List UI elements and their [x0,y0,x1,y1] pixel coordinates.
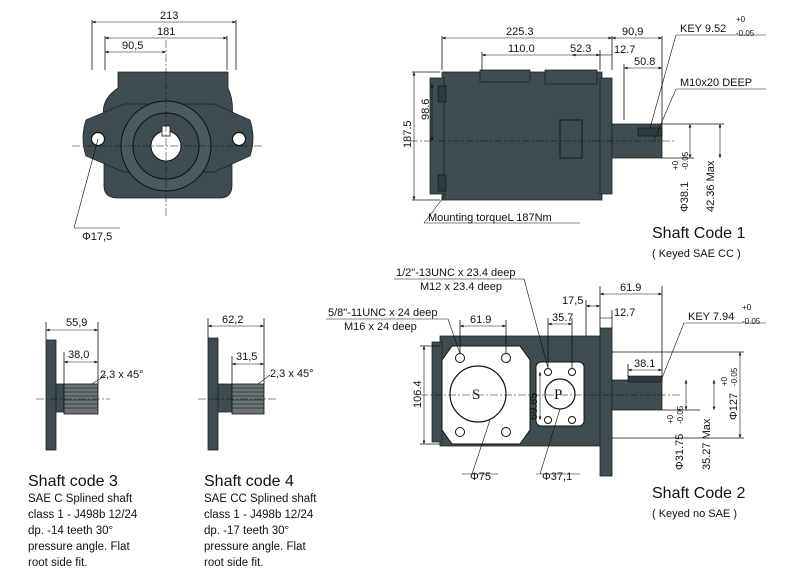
pilot-dia: Φ127 [728,393,740,420]
shaft-code-3-view: 55,9 38,0 2,3 x 45° Shaft code 3 SAE C S… [28,317,144,569]
svg-text:pressure angle. Flat: pressure angle. Flat [204,541,306,553]
svg-text:-0.05: -0.05 [676,405,685,424]
svg-text:+0: +0 [671,160,680,170]
chamfer-4: 2,3 x 45° [270,368,314,380]
key-2 [627,375,663,383]
phi75: Φ75 [470,471,491,483]
dim-187-5: 187.5 [402,120,414,148]
title-shaft-code-3: Shaft code 3 [28,473,118,490]
svg-text:-0.05: -0.05 [730,367,739,386]
svg-text:dp. -14 teeth 30°: dp. -14 teeth 30° [28,525,113,537]
dim-17-5: 17,5 [562,295,583,307]
title-shaft-code-4: Shaft code 4 [204,473,294,490]
subtitle-shaft-code-2: ( Keyed no SAE ) [652,508,737,520]
dim-38-0: 38,0 [68,349,89,361]
side-flange-2 [599,327,613,477]
side-view-2-dims: 61.9 17,5 12.7 38.1 KEY 7.94 +0 -0.05 Φ3… [562,282,766,520]
svg-text:pressure angle. Flat: pressure angle. Flat [28,541,130,553]
flange-4 [207,337,219,451]
key-label-1: KEY 9.52 [680,23,726,35]
dim-213: 213 [160,10,178,22]
subtitle-shaft-code-1: ( Keyed SAE CC ) [652,248,741,260]
svg-text:SAE C Splined shaft: SAE C Splined shaft [28,493,133,505]
shaft-dia-1: Φ38.1 [679,182,691,212]
side-port-1 [544,69,598,85]
dim-12-7-b: 12.7 [614,307,635,319]
dim-110-0: 110.0 [508,43,535,55]
dim-225-3: 225.3 [506,26,534,38]
dim-55-9: 55,9 [66,317,87,329]
svg-text:-0.05: -0.05 [736,29,755,38]
dim-61-9-shaft: 61.9 [620,282,641,294]
svg-text:class 1 - J498b 12/24: class 1 - J498b 12/24 [28,509,138,521]
thread-unc-2: 5/8"-11UNC x 24 deep [328,307,437,319]
side-endcap-1 [429,77,445,195]
dim-52-3: 52.3 [570,43,591,55]
shaft-max-1: 42.36 Max [705,160,717,212]
mounting-torque: Mounting torqueL 187Nm [428,212,552,224]
dim-35-7: 35.7 [552,312,573,324]
shaft-dia-2: Φ31.75 [674,434,686,470]
svg-text:+0: +0 [736,15,746,24]
thread-label-1: M10x20 DEEP [680,77,752,89]
svg-text:root side fit.: root side fit. [28,557,87,569]
thread-unc-1: 1/2"-13UNC x 23.4 deep [396,267,515,279]
dim-31-5: 31,5 [236,351,257,363]
title-shaft-code-2: Shaft Code 2 [652,485,746,502]
svg-text:dp. -17 teeth 30°: dp. -17 teeth 30° [204,525,289,537]
dim-phi17-5: Φ17,5 [82,231,112,243]
dim-12-7: 12.7 [614,44,635,56]
phi37-1: Φ37,1 [542,471,572,483]
dim-181: 181 [157,26,175,38]
dim-61-9-port: 61.9 [470,314,491,326]
suction-port [449,365,507,423]
dim-38-1: 38.1 [634,358,655,370]
dim-62-2: 62,2 [222,314,243,326]
dim-90-5: 90,5 [122,40,143,52]
front-view: 213 181 90,5 Φ17,5 [72,10,262,243]
dim-90-9: 90,9 [622,26,643,38]
svg-text:+0: +0 [666,414,675,424]
thread-m16: M16 x 24 deep [344,321,417,333]
bolt-hole-right [231,131,247,147]
dim-98-6: 98.6 [420,99,432,120]
dim-106-4: 106.4 [412,380,424,408]
port-p-label: P [554,387,562,403]
port-view: S P 1/2"-13UNC x 23.4 deep M12 x 23.4 de… [326,267,680,483]
svg-text:class 1 - J498b 12/24: class 1 - J498b 12/24 [204,509,314,521]
side-port-2 [479,69,531,83]
shaft-max-2: 35.27 Max [701,418,713,470]
shaft-code-4-view: 62,2 31,5 2,3 x 45° Shaft code 4 SAE CC … [198,314,317,569]
thread-m12: M12 x 23.4 deep [420,281,502,293]
svg-text:+0: +0 [720,376,729,386]
chamfer-3: 2,3 x 45° [100,369,144,381]
svg-text:root side fit.: root side fit. [204,557,263,569]
side-view-1: 225.3 90,9 110.0 52.3 12.7 50.8 187.5 98… [402,15,766,260]
svg-text:-0.05: -0.05 [742,317,761,326]
flange-3 [45,339,57,451]
side-flange-1 [599,77,613,195]
dim-69-85: 69.85 [528,392,540,420]
svg-text:+0: +0 [742,303,752,312]
svg-text:SAE CC Splined shaft: SAE CC Splined shaft [204,493,317,505]
title-shaft-code-1: Shaft Code 1 [652,225,746,242]
dim-50-8: 50.8 [634,56,655,68]
svg-text:-0.05: -0.05 [681,151,690,170]
key-label-2: KEY 7.94 [688,311,734,323]
